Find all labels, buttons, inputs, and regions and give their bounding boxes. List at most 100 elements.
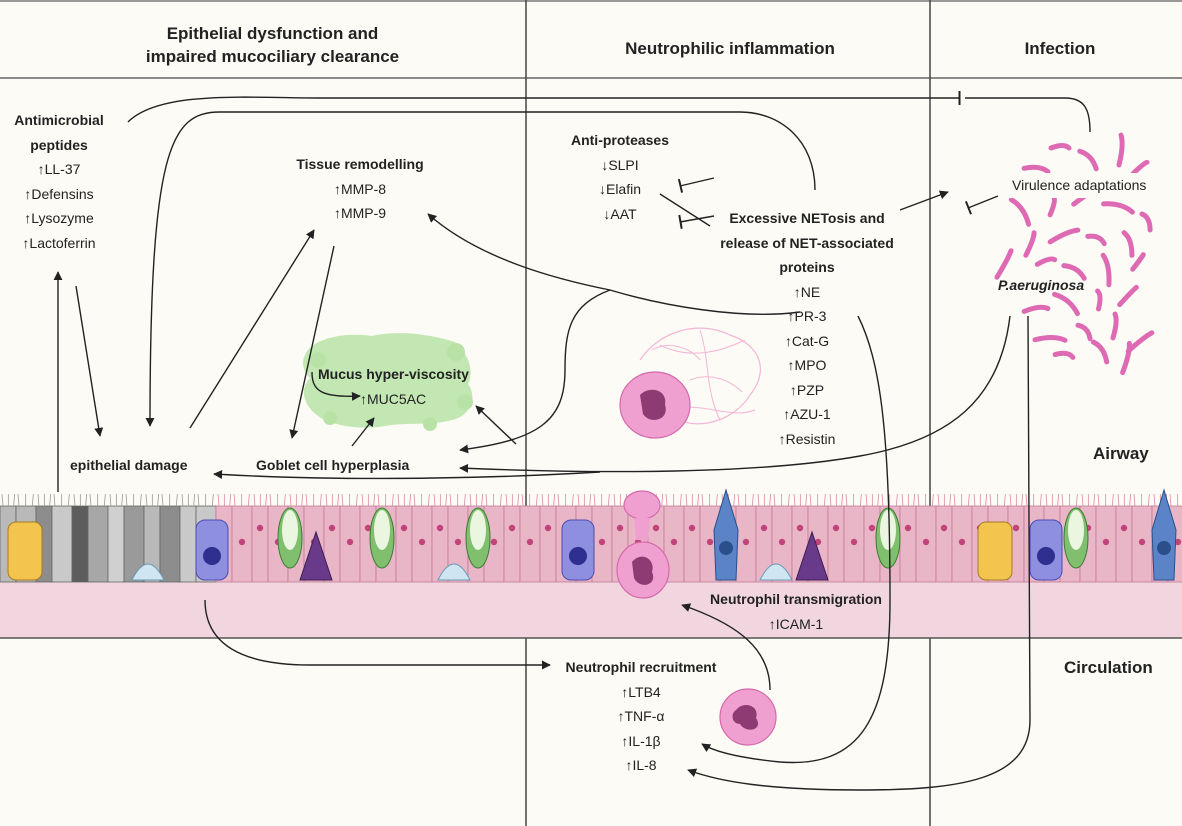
cilium [1117,493,1120,507]
cilium [289,493,292,507]
bacterium [1061,263,1087,281]
bacterium [1139,211,1153,233]
cell-nucleus [1120,524,1128,532]
cell-nucleus [796,524,804,532]
cilium [377,493,380,507]
cilium [1169,493,1172,507]
region-circulation: Circulation [1064,658,1153,677]
tissue-remodelling-item: ↑MMP-8 [333,180,387,197]
neuroendocrine-cell [795,530,829,581]
cilium [829,493,832,507]
cilium [341,493,344,507]
cilium [197,493,200,507]
cilium [31,493,34,507]
cilium [17,493,20,507]
epithelial-cell [503,505,521,583]
club-cell [7,521,43,581]
cilium [881,493,884,507]
cell-nucleus [364,524,372,532]
cilium [427,493,430,507]
cilium [157,493,160,507]
bacterium [1077,148,1099,172]
cilium [665,493,668,507]
cilium [1009,493,1012,507]
cilium [865,493,868,507]
cell-nucleus [814,538,822,546]
club-cell [977,521,1013,581]
netosis-item: ↑NE [793,283,821,300]
cilium [985,493,988,507]
header-epithelial-dysfunction: Epithelial dysfunction and impaired muco… [100,22,445,68]
netosis-item: ↑Resistin [778,430,836,447]
cilium [917,493,920,507]
cilium [1075,493,1078,507]
epithelial-cell [899,505,917,583]
cilium [613,493,616,507]
basal-cell [437,563,471,581]
cell-nucleus [436,524,444,532]
epithelial-cell [71,505,89,583]
cell-nucleus [598,538,606,546]
cilium [161,493,164,507]
cilium [181,493,184,507]
cilium [701,493,704,507]
cilium [697,493,700,507]
bacteria-cluster [994,132,1155,376]
cilium [679,493,682,507]
transmigrating-neutrophil-icon [616,490,670,599]
cilium [301,493,304,507]
arrow-network [53,91,1091,791]
cilium [145,493,148,507]
cilium [607,493,610,507]
bacterium [1023,230,1037,258]
submucosa-band [0,582,1182,639]
bacterium [1121,230,1135,258]
cilium [13,493,16,507]
bacterium [1008,197,1032,227]
cilium [481,493,484,507]
antiproteases-item: ↓SLPI [601,156,639,173]
mucus-item: ↑MUC5AC [359,390,427,407]
basal-cell [759,563,793,581]
region-airway: Airway [1093,444,1149,463]
recruitment-item: ↑IL-1β [621,732,661,749]
bacterium [1130,252,1146,272]
cell-nucleus [742,538,750,546]
cilium [1097,493,1100,507]
cilium [877,493,880,507]
antimicrobial-title: Antimicrobial [14,112,104,128]
cell-nucleus [940,524,948,532]
cilium [1153,493,1156,507]
cilium [355,493,358,507]
antimicrobial-title: peptides [30,136,88,153]
cell-nucleus [688,524,696,532]
cell-nucleus [1102,538,1110,546]
cilium [757,493,760,507]
netosis-title: Excessive NETosis and [729,210,885,226]
epithelial-cell [159,505,181,583]
cilium [1003,493,1006,507]
cilium [413,493,416,507]
antimicrobial-item: ↑Defensins [24,185,94,202]
basal-cell [131,563,165,581]
recruitment-item: ↑LTB4 [621,683,661,700]
cilium [913,493,916,507]
netosis-item: ↑MPO [787,357,827,373]
cilium [733,493,736,507]
cilium [139,493,142,507]
cilium [433,493,436,507]
neutrophil-transmigration-box: Neutrophil transmigration ↑ICAM-1 [676,587,916,636]
bacterium [1101,201,1135,215]
cilium [1129,493,1132,507]
cilium [233,493,236,507]
epithelial-cell [107,505,125,583]
antiproteases-item: ↓Elafin [598,181,642,197]
cilium [553,493,556,507]
cell-nucleus [569,547,587,565]
cilium [463,493,466,507]
cilium [211,493,214,507]
cilium [449,493,452,507]
antimicrobial-peptides-box: Antimicrobial peptides ↑LL-37 ↑Defensins… [4,108,114,255]
epithelial-cell [539,505,557,583]
